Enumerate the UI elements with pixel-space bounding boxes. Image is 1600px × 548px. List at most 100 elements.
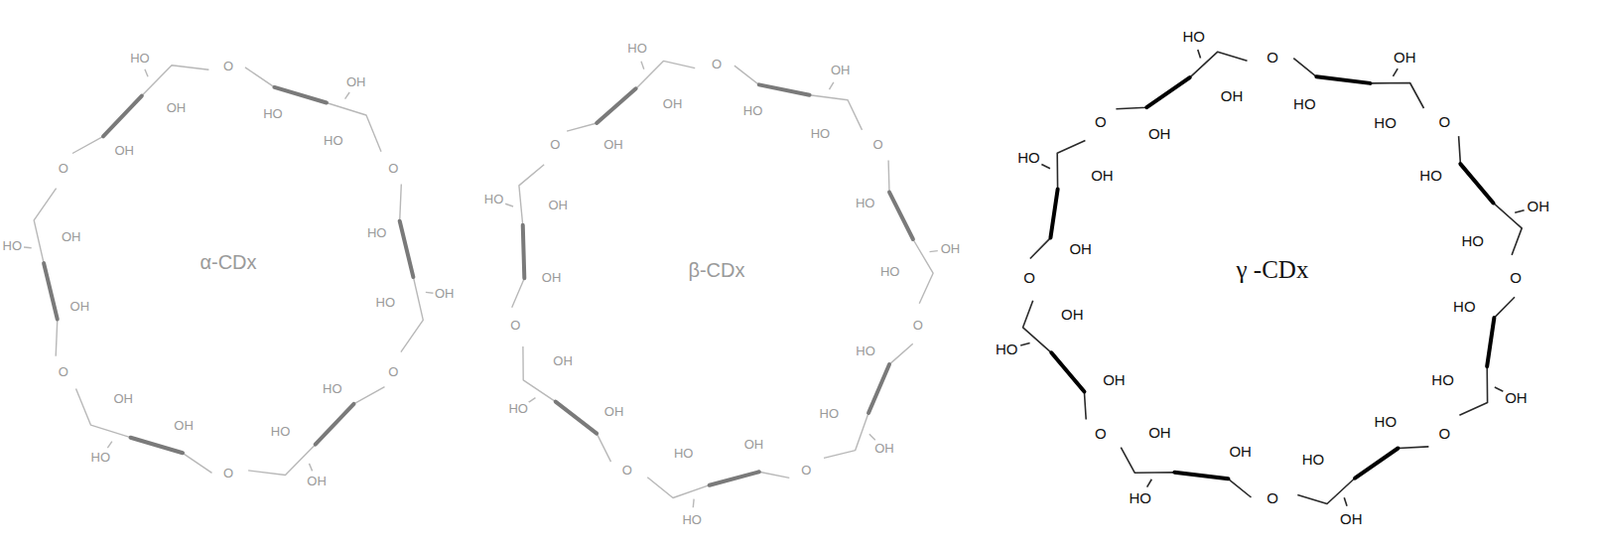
bold-bond [889,191,914,239]
secondary-hydroxyl: HO [1292,96,1318,113]
primary-hydroxyl: HO [129,51,151,66]
secondary-hydroxyl: HO [854,196,877,211]
primary-hydroxyl: HO [1,239,24,254]
substituent-bond [505,203,514,207]
primary-hydroxyl: OH [939,242,962,257]
glycosidic-oxygen: O [509,318,522,333]
primary-hydroxyl: HO [507,401,530,416]
secondary-hydroxyl: HO [879,265,902,279]
primary-hydroxyl: HO [680,513,703,528]
glycosidic-oxygen: O [1093,425,1108,442]
glycosidic-oxygen: O [1093,114,1108,131]
substituent-bond [641,60,645,69]
secondary-hydroxyl: OH [551,354,574,369]
primary-hydroxyl: OH [873,441,896,456]
glycosidic-oxygen: O [1265,490,1280,507]
substituent-bond [308,463,312,471]
bold-bond [523,225,526,278]
secondary-hydroxyl: HO [375,295,398,310]
secondary-hydroxyl: OH [540,271,563,286]
chair-bond [888,159,934,303]
chair-bond [33,187,58,356]
substituent-bond [107,440,113,448]
secondary-hydroxyl: OH [602,137,625,152]
primary-hydroxyl: HO [1127,491,1153,508]
chair-bond [248,387,385,476]
substituent-bond [1020,343,1030,347]
substituent-bond [344,92,350,100]
secondary-hydroxyl: HO [366,226,389,241]
primary-hydroxyl: HO [1016,149,1042,166]
glycosidic-oxygen: O [548,137,561,152]
bold-bond [399,221,413,277]
primary-hydroxyl: OH [1526,198,1552,215]
secondary-hydroxyl: HO [1418,167,1444,184]
bold-bond [130,437,182,454]
secondary-hydroxyl: OH [603,404,626,419]
bold-bond [596,88,636,124]
primary-hydroxyl: OH [1338,511,1364,528]
glycosidic-oxygen: O [1508,269,1523,286]
secondary-hydroxyl: OH [1067,241,1093,258]
secondary-hydroxyl: OH [1227,443,1253,460]
secondary-hydroxyl: OH [1219,88,1245,105]
chair-bond [1115,51,1247,110]
chair-bond [566,60,695,132]
cyclodextrin-ring: γ -CDx [975,8,1570,547]
secondary-hydroxyl: OH [662,97,684,112]
substituent-bond [1198,49,1201,59]
bold-bond [314,403,354,445]
glycosidic-oxygen: O [1437,425,1452,442]
secondary-hydroxyl: HO [321,382,344,397]
bold-bond [759,84,810,95]
glycosidic-oxygen: O [57,161,70,176]
secondary-hydroxyl: HO [809,127,832,141]
bold-bond [555,400,597,433]
secondary-hydroxyl: HO [1430,372,1456,389]
primary-hydroxyl: OH [829,64,852,79]
secondary-hydroxyl: HO [1372,116,1398,133]
chair-bond [399,183,423,352]
bold-bond [1174,472,1228,480]
primary-hydroxyl: OH [1392,49,1418,66]
substituent-bond [1393,68,1399,77]
secondary-hydroxyl: OH [69,299,92,314]
glycosidic-oxygen: O [912,318,925,333]
substituent-bond [930,250,938,252]
chair-bond [72,65,209,154]
glycosidic-oxygen: O [1437,114,1452,131]
secondary-hydroxyl: OH [743,437,766,452]
secondary-hydroxyl: OH [1089,167,1115,184]
secondary-hydroxyl: HO [1373,413,1399,430]
substituent-bond [1041,164,1051,169]
glycosidic-oxygen: O [800,463,812,478]
glycosidic-oxygen: O [387,161,400,176]
secondary-hydroxyl: HO [322,133,345,148]
secondary-hydroxyl: HO [818,407,841,422]
substituent-bond [529,397,536,402]
bold-bond [1051,352,1084,392]
glycosidic-oxygen: O [710,57,723,72]
chair-bond [512,163,545,307]
substituent-bond [1514,210,1524,214]
chair-bond [1459,135,1523,256]
secondary-hydroxyl: OH [172,418,195,433]
primary-hydroxyl: OH [305,475,328,490]
secondary-hydroxyl: HO [742,104,765,119]
bold-bond [709,471,760,485]
secondary-hydroxyl: OH [165,101,188,116]
substituent-bond [23,246,32,249]
chair-bond [523,346,612,462]
secondary-hydroxyl: OH [1147,424,1173,441]
secondary-hydroxyl: HO [1452,298,1477,315]
secondary-hydroxyl: HO [262,107,284,122]
substituent-bond [1147,479,1153,488]
substituent-bond [869,433,876,440]
cyclodextrin-ring: α-CDx [0,21,461,519]
secondary-hydroxyl: HO [1301,451,1327,468]
secondary-hydroxyl: HO [1460,233,1485,250]
primary-hydroxyl: HO [90,450,113,465]
glycosidic-oxygen: O [222,59,235,74]
substituent-bond [1343,497,1347,507]
bold-bond [868,364,890,413]
